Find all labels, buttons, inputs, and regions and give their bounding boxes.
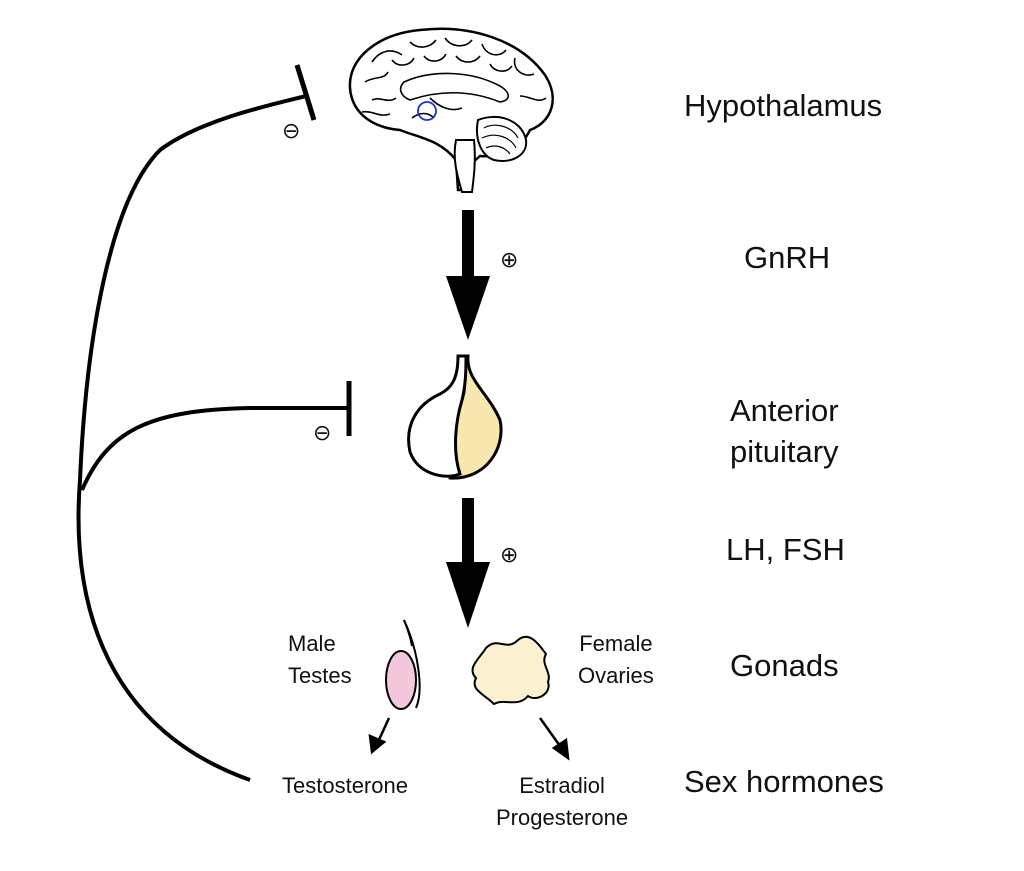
testosterone-label: Testosterone xyxy=(282,773,408,798)
anterior-pituitary-label: Anterior pituitary xyxy=(730,390,839,472)
feedback-lines xyxy=(76,64,352,782)
female-ovaries-label: Female Ovaries xyxy=(578,628,654,692)
ovary-illustration xyxy=(471,635,550,706)
gonads-label: Gonads xyxy=(730,648,839,683)
progesterone-label: Progesterone xyxy=(496,805,629,830)
gnrh-stimulate-sign: ⊕ xyxy=(500,247,519,272)
anterior-pituitary-line1: Anterior xyxy=(730,393,839,428)
hypothalamus-inhibit-sign: ⊖ xyxy=(282,118,301,143)
lh-fsh-stimulate-sign: ⊕ xyxy=(500,542,519,567)
pituitary-inhibit-sign: ⊖ xyxy=(313,420,332,445)
gnrh-arrow xyxy=(446,210,490,340)
gnrh-label: GnRH xyxy=(744,240,831,275)
testes-label: Testes xyxy=(288,663,352,688)
brain-illustration xyxy=(348,27,554,193)
male-label: Male xyxy=(288,631,336,656)
pituitary-illustration xyxy=(407,354,503,480)
lh-fsh-label: LH, FSH xyxy=(726,532,845,567)
estradiol-label: Estradiol xyxy=(519,773,605,798)
lh-fsh-arrow xyxy=(446,498,490,628)
hypothalamus-marker xyxy=(417,101,437,121)
anterior-pituitary-line2: pituitary xyxy=(730,434,839,469)
female-label: Female xyxy=(579,631,653,656)
ovaries-label: Ovaries xyxy=(578,663,654,688)
hypothalamus-label: Hypothalamus xyxy=(684,88,883,123)
testis-illustration xyxy=(385,619,421,710)
female-hormones-label: Estradiol Progesterone xyxy=(496,770,628,834)
testosterone-arrow xyxy=(368,717,391,755)
estradiol-arrow xyxy=(538,717,570,761)
male-testes-label: Male Testes xyxy=(288,628,352,692)
sex-hormones-label: Sex hormones xyxy=(684,764,884,799)
